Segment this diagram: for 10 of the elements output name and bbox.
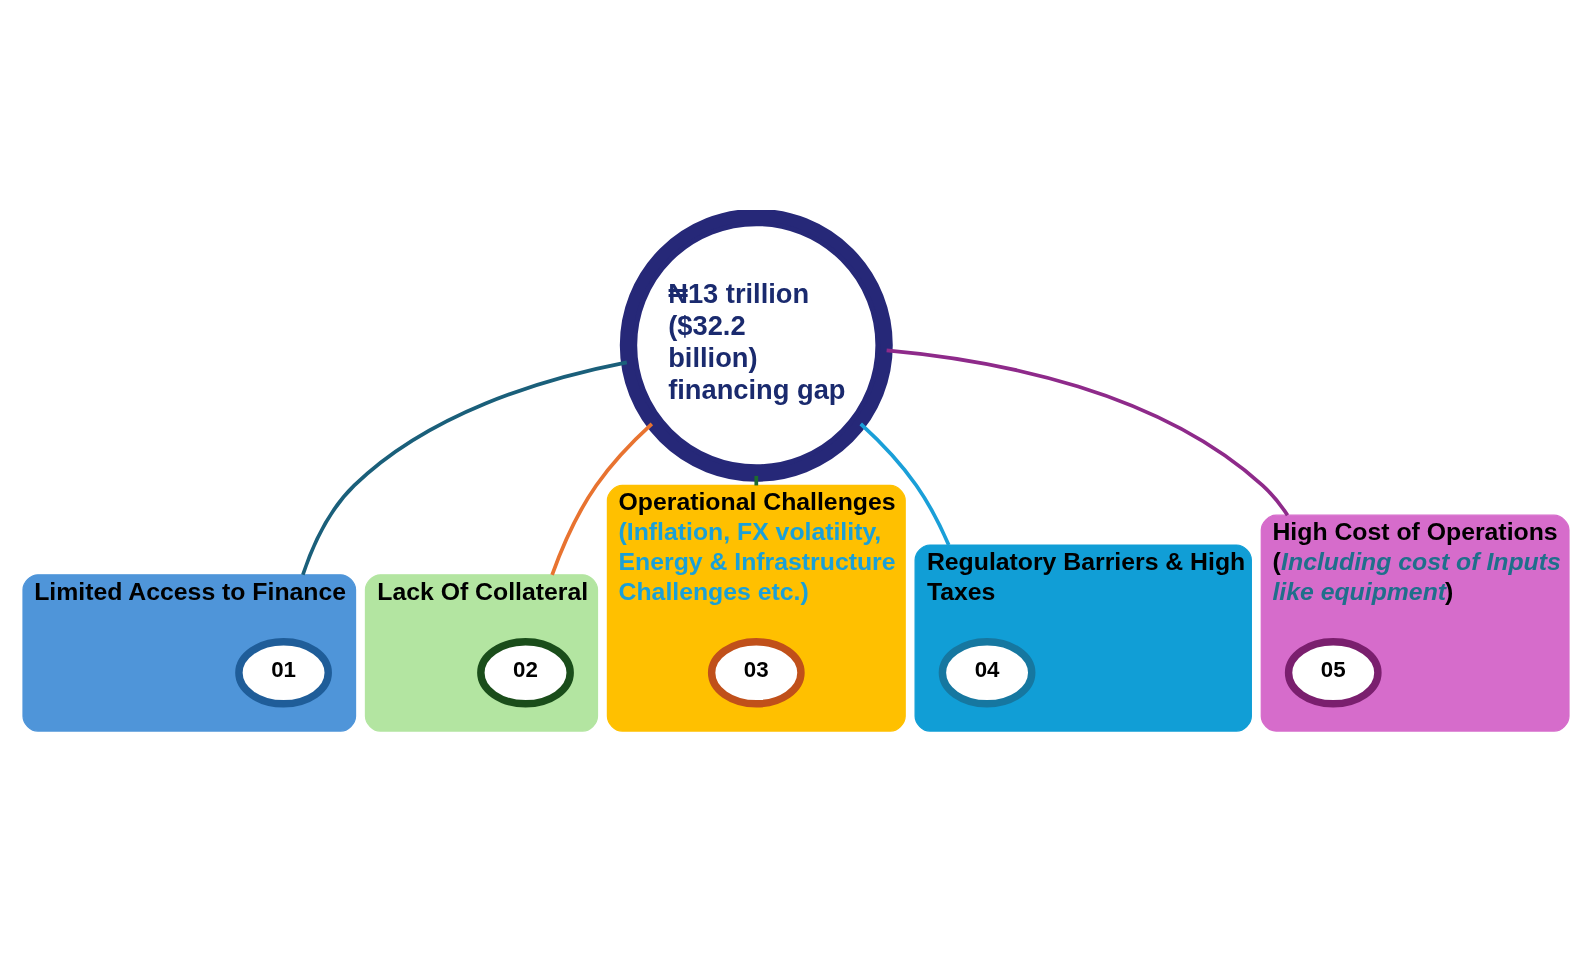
node-ellipse: 02 — [477, 638, 574, 708]
connector — [754, 475, 759, 486]
node-ellipse: 05 — [1284, 638, 1382, 708]
connector — [859, 422, 951, 546]
node-ellipse: 04 — [938, 638, 1036, 708]
node-ellipse: 03 — [707, 638, 805, 708]
connector — [550, 422, 654, 576]
connector — [301, 360, 628, 576]
node-ellipse: 01 — [235, 638, 332, 708]
connector — [886, 348, 1290, 517]
